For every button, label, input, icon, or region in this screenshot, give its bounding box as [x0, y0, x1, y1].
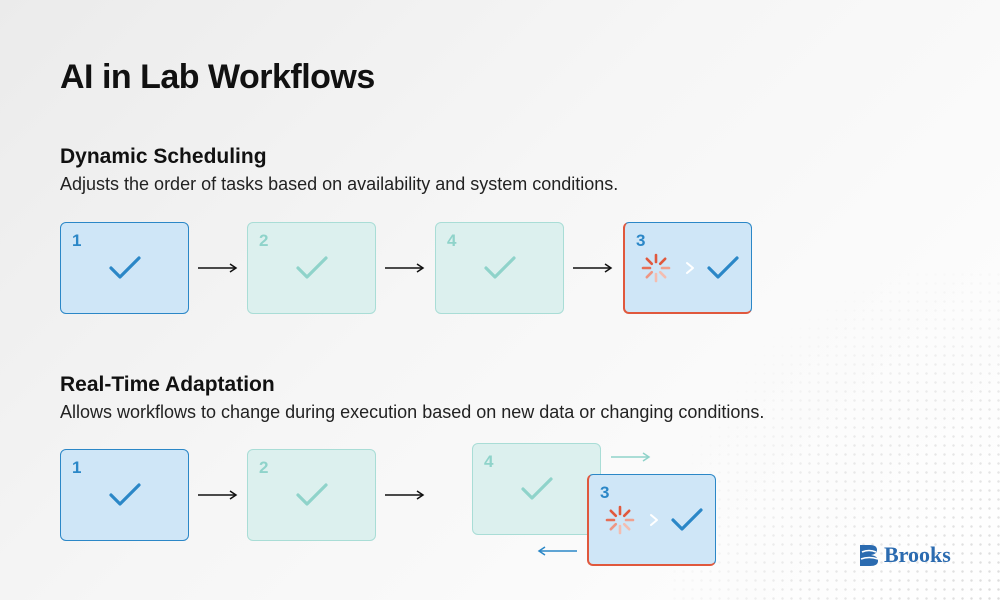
- step-card-1: 1: [60, 222, 189, 314]
- dot-pattern: [670, 270, 1000, 600]
- chevron-right-icon: [686, 262, 694, 274]
- step-number: 4: [484, 452, 494, 471]
- arrow-right-icon: [198, 490, 238, 500]
- check-icon: [108, 256, 141, 279]
- step-card-3: 3: [587, 474, 716, 566]
- arrow-right-icon: [573, 263, 613, 273]
- section-heading-dynamic-scheduling: Dynamic Scheduling: [60, 145, 267, 168]
- step-card-4: 4: [435, 222, 564, 314]
- section-description-real-time-adaptation: Allows workflows to change during execut…: [60, 402, 765, 422]
- check-icon: [295, 483, 328, 506]
- check-icon: [707, 256, 739, 279]
- check-icon: [108, 483, 141, 506]
- step-card-3: 3: [623, 222, 752, 314]
- step-card-4: 4: [472, 443, 601, 535]
- spinner-icon: [641, 253, 671, 283]
- arrow-left-icon: [537, 546, 577, 556]
- page-title: AI in Lab Workflows: [60, 58, 375, 96]
- step-number: 3: [636, 231, 646, 250]
- arrow-right-icon: [198, 263, 238, 273]
- step-number: 2: [259, 458, 269, 477]
- step-card-2: 2: [247, 449, 376, 541]
- section-description-dynamic-scheduling: Adjusts the order of tasks based on avai…: [60, 174, 619, 194]
- check-icon: [520, 477, 553, 500]
- step-card-1: 1: [60, 449, 189, 541]
- check-icon: [671, 508, 703, 531]
- section-heading-real-time-adaptation: Real-Time Adaptation: [60, 373, 275, 396]
- chevron-right-icon: [650, 514, 658, 526]
- step-number: 4: [447, 231, 457, 250]
- step-card-2: 2: [247, 222, 376, 314]
- spinner-icon: [605, 505, 635, 535]
- step-number: 1: [72, 458, 82, 477]
- brooks-logo-icon: [860, 545, 879, 566]
- brooks-logo-text: Brooks: [884, 542, 951, 567]
- step-number: 3: [600, 483, 610, 502]
- step-number: 2: [259, 231, 269, 250]
- arrow-right-icon: [385, 263, 425, 273]
- step-number: 1: [72, 231, 82, 250]
- check-icon: [483, 256, 516, 279]
- check-icon: [295, 256, 328, 279]
- brooks-logo: Brooks: [858, 542, 951, 568]
- arrow-right-icon: [611, 452, 651, 462]
- arrow-right-icon: [385, 490, 425, 500]
